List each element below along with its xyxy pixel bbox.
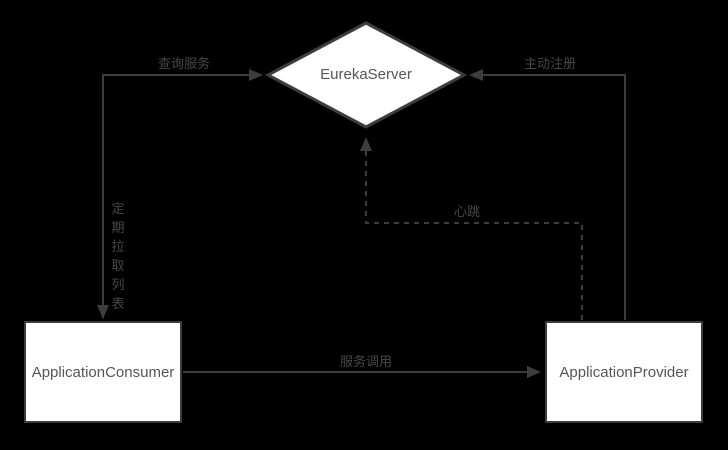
edge-label-query-service: 查询服务 — [157, 56, 210, 71]
edge-label-register: 主动注册 — [523, 56, 576, 71]
edge-heartbeat — [360, 137, 583, 320]
edge-query-service — [102, 69, 263, 318]
node-eureka-server[interactable] — [264, 21, 468, 129]
node-eureka-server-label: EurekaServer — [320, 66, 412, 83]
edge-label-heartbeat: 心跳 — [453, 204, 480, 219]
node-application-consumer[interactable]: ApplicationConsumer — [24, 321, 182, 423]
node-application-consumer-label: ApplicationConsumer — [31, 363, 175, 381]
edge-label-service-call: 服务调用 — [339, 354, 392, 369]
edge-label-pull-list: 定期拉取列表 — [111, 201, 125, 311]
node-application-provider-label: ApplicationProvider — [559, 363, 689, 381]
edge-register — [469, 69, 626, 320]
node-application-provider[interactable]: ApplicationProvider — [545, 321, 703, 423]
